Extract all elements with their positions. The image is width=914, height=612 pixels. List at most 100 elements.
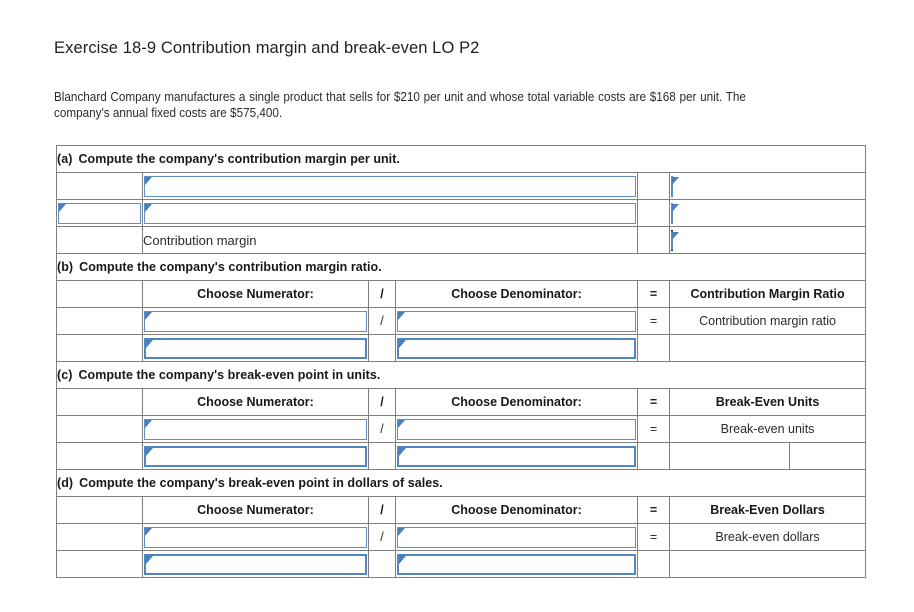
a-row1-amount-input[interactable] (671, 175, 679, 197)
a-row2-left-cell[interactable] (56, 199, 143, 227)
a-row3-left-cell (56, 226, 143, 254)
dropdown-marker-icon (145, 527, 152, 536)
b-row1-numerator-cell[interactable] (142, 307, 369, 335)
b-row1-divide: / (368, 307, 396, 335)
dropdown-marker-icon (146, 447, 153, 456)
d-numerator-input-2[interactable] (144, 553, 367, 575)
b-colhead-result: Contribution Margin Ratio (668, 280, 867, 308)
d-denominator-input-2[interactable] (397, 553, 636, 575)
c-row2-denominator-cell[interactable] (395, 442, 638, 470)
d-row1-equals: = (637, 523, 670, 551)
a-row1-left-cell (56, 172, 143, 200)
b-numerator-input[interactable] (144, 310, 367, 332)
d-colhead-divide: / (368, 496, 396, 524)
section-a-row-3: Contribution margin (56, 226, 867, 254)
d-row2-equals-cell (637, 550, 670, 578)
section-c-row-1: / = Break-even units (56, 415, 867, 443)
section-d-row-1: / = Break-even dollars (56, 523, 867, 551)
dropdown-marker-icon (398, 419, 405, 428)
a-row1-amount-cell[interactable] (668, 172, 867, 200)
c-result-label: Break-even units (668, 415, 867, 443)
d-numerator-input[interactable] (144, 526, 367, 548)
b-answer-cell[interactable] (668, 334, 867, 362)
c-answer-cell-2[interactable] (788, 442, 867, 470)
c-colhead-result: Break-Even Units (668, 388, 867, 416)
a-row2-account-input[interactable] (144, 202, 636, 224)
a-row2-gap-cell (637, 199, 670, 227)
page-title: Exercise 18-9 Contribution margin and br… (54, 39, 480, 57)
c-row1-denominator-cell[interactable] (395, 415, 638, 443)
c-row1-numerator-cell[interactable] (142, 415, 369, 443)
b-numerator-input-2[interactable] (144, 337, 367, 359)
d-row2-divide-cell (368, 550, 396, 578)
section-d-header-row: (d) Compute the company's break-even poin… (55, 469, 867, 497)
b-colhead-divide: / (368, 280, 396, 308)
b-row2-numerator-cell[interactable] (142, 334, 369, 362)
d-colhead-blank (56, 496, 143, 524)
section-c-tag: (c) (57, 368, 73, 382)
a-row3-answer-cell[interactable] (668, 226, 867, 254)
b-denominator-input[interactable] (397, 310, 636, 332)
a-row1-gap-cell (637, 172, 670, 200)
a-row2-amount-input[interactable] (671, 202, 679, 224)
c-row1-equals: = (637, 415, 670, 443)
d-denominator-input[interactable] (397, 526, 636, 548)
dropdown-marker-icon (145, 203, 152, 212)
a-row2-left-input[interactable] (58, 202, 141, 224)
d-row2-numerator-cell[interactable] (142, 550, 369, 578)
section-a-row-1 (56, 172, 867, 200)
c-row2-left-cell (56, 442, 143, 470)
section-a-header-row: (a)Compute the company's contribution ma… (55, 145, 867, 173)
b-row2-divide-cell (368, 334, 396, 362)
c-numerator-input-2[interactable] (144, 445, 367, 467)
c-row2-numerator-cell[interactable] (142, 442, 369, 470)
section-b-row-1: / = Contribution margin ratio (56, 307, 867, 335)
dropdown-marker-icon (672, 231, 679, 240)
c-row2-divide-cell (368, 442, 396, 470)
section-b-row-2 (56, 334, 867, 362)
a-contribution-margin-label: Contribution margin (142, 226, 638, 254)
c-colhead-numerator: Choose Numerator: (142, 388, 369, 416)
section-c-heading-text: Compute the company's break-even point i… (78, 368, 381, 382)
b-row1-denominator-cell[interactable] (395, 307, 638, 335)
section-d-heading: (d) Compute the company's break-even poin… (55, 469, 867, 497)
d-row1-divide: / (368, 523, 396, 551)
c-denominator-input[interactable] (397, 418, 636, 440)
a-row2-account-cell[interactable] (142, 199, 638, 227)
dropdown-marker-icon (398, 527, 405, 536)
c-colhead-blank (56, 388, 143, 416)
section-d-row-2 (56, 550, 867, 578)
dropdown-marker-icon (399, 447, 406, 456)
section-c-column-header-row: Choose Numerator: / Choose Denominator: … (56, 388, 867, 416)
c-denominator-input-2[interactable] (397, 445, 636, 467)
section-a-heading: (a)Compute the company's contribution ma… (55, 145, 867, 173)
section-d-heading-text: Compute the company's break-even point i… (79, 476, 443, 490)
d-answer-cell[interactable] (668, 550, 867, 578)
section-d-tag: (d) (57, 476, 74, 490)
c-row1-divide: / (368, 415, 396, 443)
b-row2-left-cell (56, 334, 143, 362)
dropdown-marker-icon (145, 419, 152, 428)
a-row2-amount-cell[interactable] (668, 199, 867, 227)
d-colhead-result: Break-Even Dollars (668, 496, 867, 524)
d-row2-denominator-cell[interactable] (395, 550, 638, 578)
b-row1-left-cell (56, 307, 143, 335)
dropdown-marker-icon (399, 339, 406, 348)
d-result-label: Break-even dollars (668, 523, 867, 551)
c-numerator-input[interactable] (144, 418, 367, 440)
section-b-heading-text: Compute the company's contribution margi… (79, 260, 382, 274)
b-denominator-input-2[interactable] (397, 337, 636, 359)
d-colhead-equals: = (637, 496, 670, 524)
d-row1-numerator-cell[interactable] (142, 523, 369, 551)
section-a-tag: (a) (57, 152, 73, 166)
d-row1-denominator-cell[interactable] (395, 523, 638, 551)
a-row1-account-cell[interactable] (142, 172, 638, 200)
b-colhead-equals: = (637, 280, 670, 308)
section-c-row-2 (56, 442, 867, 470)
a-contribution-margin-answer-input[interactable] (671, 229, 679, 251)
section-b-tag: (b) (57, 260, 74, 274)
a-row1-account-input[interactable] (144, 175, 636, 197)
c-colhead-denominator: Choose Denominator: (395, 388, 638, 416)
c-answer-cell[interactable] (669, 442, 790, 470)
b-row2-denominator-cell[interactable] (395, 334, 638, 362)
